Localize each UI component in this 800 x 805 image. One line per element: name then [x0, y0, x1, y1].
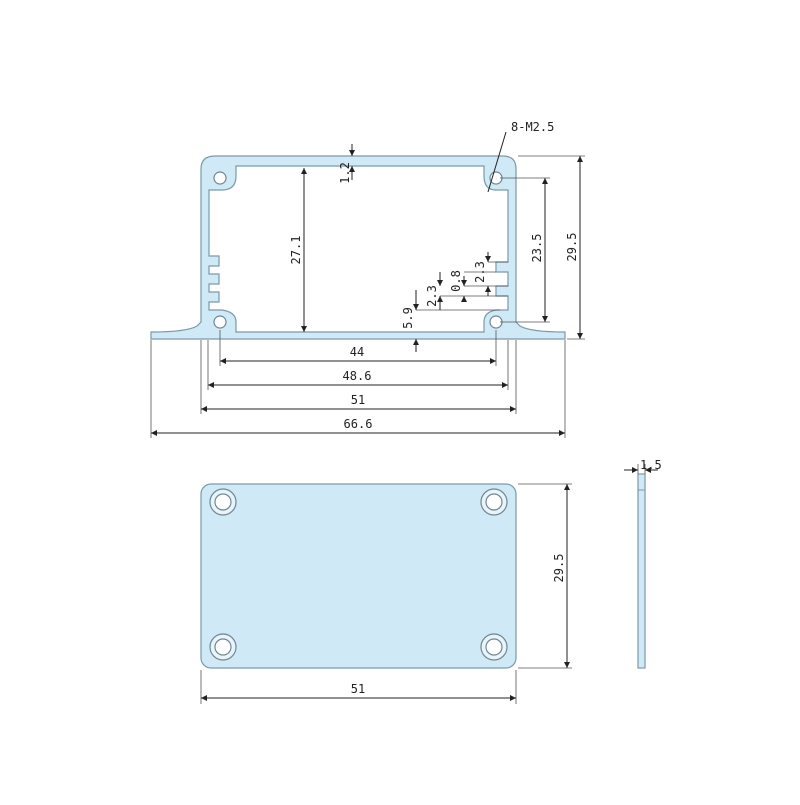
side-view — [637, 473, 646, 669]
plate-hole-top-left — [209, 488, 237, 516]
plate-hole-bottom-right — [480, 633, 508, 661]
dim-plate-width-text: 51 — [351, 682, 365, 696]
dim-body-width-text: 51 — [351, 393, 365, 407]
dim-outer-body-text: 48.6 — [343, 369, 372, 383]
profile-cavity — [208, 165, 509, 333]
dim-flange-width: 66.6 — [150, 340, 566, 438]
dim-plate-thickness-text: 1.5 — [640, 458, 662, 472]
dim-hole-pitch-vertical: 23.5 — [500, 177, 550, 323]
plate-hole-bottom-left — [209, 633, 237, 661]
callout-text: 8-M2.5 — [511, 120, 554, 134]
dim-plate-width: 51 — [200, 670, 517, 704]
dim-wall-top: 1.2 — [338, 144, 355, 184]
dim-plate-height-text: 29.5 — [552, 554, 566, 583]
dim-plate-thickness: 1.5 — [624, 458, 662, 474]
dim-slots: 2.3 0.8 2.3 5.9 — [401, 252, 508, 352]
dim-hole-pitch-vertical-text: 23.5 — [530, 234, 544, 263]
enclosure-profile — [150, 155, 566, 340]
dim-total-height-text: 29.5 — [565, 233, 579, 262]
dim-hole-pitch-horizontal: 44 — [219, 330, 497, 366]
dim-inner-height-text: 27.1 — [289, 236, 303, 265]
side-view-body — [637, 473, 646, 669]
hole-callout: 8-M2.5 — [487, 120, 554, 193]
screw-hole-bottom-left — [213, 315, 227, 329]
dim-slot-c-text: 2.3 — [473, 261, 487, 283]
dim-slot-b-text: 0.8 — [449, 270, 463, 292]
end-plate — [200, 483, 517, 669]
screw-hole-top-left — [213, 171, 227, 185]
dim-inner-height: 27.1 — [289, 168, 307, 332]
dim-total-height: 29.5 — [518, 155, 585, 340]
plate-hole-top-right — [480, 488, 508, 516]
dim-slot-a-text: 2.3 — [425, 285, 439, 307]
dim-body-width: 51 — [200, 340, 517, 414]
end-plate-body — [200, 483, 517, 669]
dim-wall-top-text: 1.2 — [338, 162, 352, 184]
dim-flange-width-text: 66.6 — [344, 417, 373, 431]
dim-hole-pitch-horizontal-text: 44 — [350, 345, 364, 359]
dim-slot-d-text: 5.9 — [401, 307, 415, 329]
dim-plate-height: 29.5 — [518, 483, 572, 669]
dim-outer-body: 48.6 — [207, 340, 509, 390]
